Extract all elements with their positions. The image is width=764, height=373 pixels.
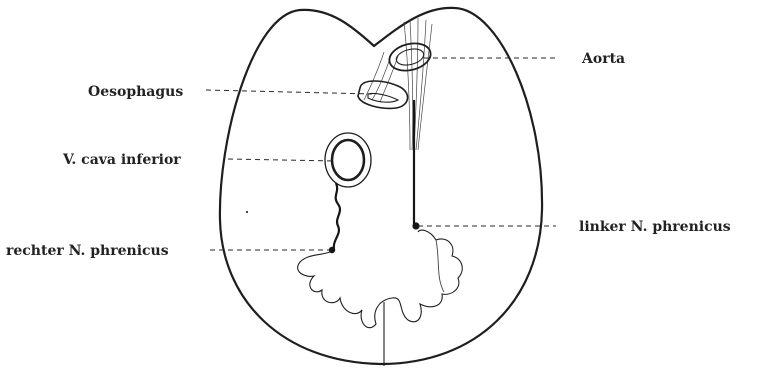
label-right-phrenic: rechter N. phrenicus bbox=[6, 243, 169, 259]
label-left-phrenic: linker N. phrenicus bbox=[579, 219, 731, 235]
crura-fibers bbox=[364, 18, 432, 150]
right-phrenic-nerve bbox=[334, 183, 340, 250]
nerve-branching bbox=[298, 230, 463, 328]
label-oesophagus: Oesophagus bbox=[88, 84, 183, 100]
oesophagus-shape bbox=[358, 81, 408, 108]
speck bbox=[246, 211, 248, 213]
leader-oesophagus bbox=[206, 90, 372, 94]
label-vena-cava: V. cava inferior bbox=[62, 152, 181, 168]
label-aorta: Aorta bbox=[581, 51, 625, 67]
leader-vena-cava bbox=[228, 159, 336, 161]
vena-cava-shape bbox=[325, 133, 371, 187]
nerve-branch-inner bbox=[436, 240, 444, 292]
